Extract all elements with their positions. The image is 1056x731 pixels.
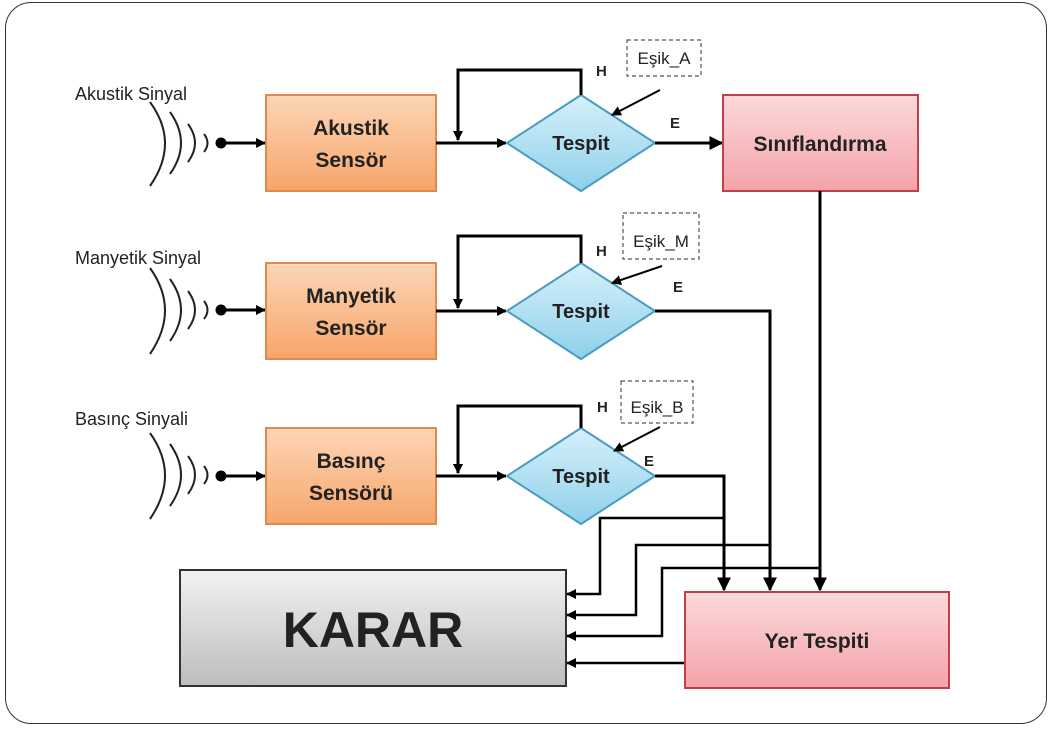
diagram-frame [5, 2, 1047, 724]
yes-label: E [644, 453, 654, 470]
sensor-box-magnetic [265, 262, 437, 360]
sensor-label-line1: Manyetik [306, 285, 396, 308]
threshold-label: Eşik_B [631, 398, 684, 417]
detector-label: Tespit [552, 133, 610, 155]
threshold-box-acoustic [626, 39, 702, 77]
classification-box [722, 94, 919, 192]
signal-label-acoustic: Akustik Sinyal [75, 84, 187, 104]
signal-wave-icon [149, 267, 209, 355]
threshold-box-pressure [620, 380, 694, 424]
no-label: H [596, 243, 607, 260]
threshold-label: Eşik_A [638, 49, 692, 68]
localization-label: Yer Tespiti [765, 630, 870, 653]
yes-label: E [670, 115, 680, 132]
sensor-label-line1: Basınç [317, 450, 386, 473]
threshold-label: Eşik_M [633, 232, 689, 251]
signal-wave-icon [149, 101, 209, 187]
sensor-label-line2: Sensör [315, 317, 386, 340]
decision-label: KARAR [283, 602, 464, 658]
signal-label-pressure: Basınç Sinyali [75, 409, 188, 429]
sensor-box-acoustic [265, 94, 437, 192]
decision-input-lines [566, 516, 820, 668]
row-pressure: Basınç Sinyali Basınç Sensörü Tespit H E… [75, 380, 731, 592]
detector-label: Tespit [552, 466, 610, 488]
sensor-label-line2: Sensör [315, 149, 386, 172]
sensor-label-line1: Akustik [313, 117, 389, 140]
localization-box [684, 591, 950, 689]
signal-label-magnetic: Manyetik Sinyal [75, 248, 201, 268]
decision-box [179, 569, 567, 687]
row-magnetic: Manyetik Sinyal Manyetik Sensör Tespit H… [75, 212, 777, 592]
classification-label: Sınıflandırma [753, 133, 886, 156]
row-acoustic: Akustik Sinyal Akustik Sensör Tespit H E… [75, 39, 724, 193]
sensor-box-pressure [265, 427, 437, 525]
signal-wave-icon [149, 432, 209, 520]
detector-label: Tespit [552, 301, 610, 323]
no-label: H [596, 63, 607, 80]
no-label: H [597, 399, 608, 416]
threshold-box-magnetic [622, 212, 700, 260]
yes-label: E [673, 279, 683, 296]
sensor-label-line2: Sensörü [309, 482, 393, 505]
